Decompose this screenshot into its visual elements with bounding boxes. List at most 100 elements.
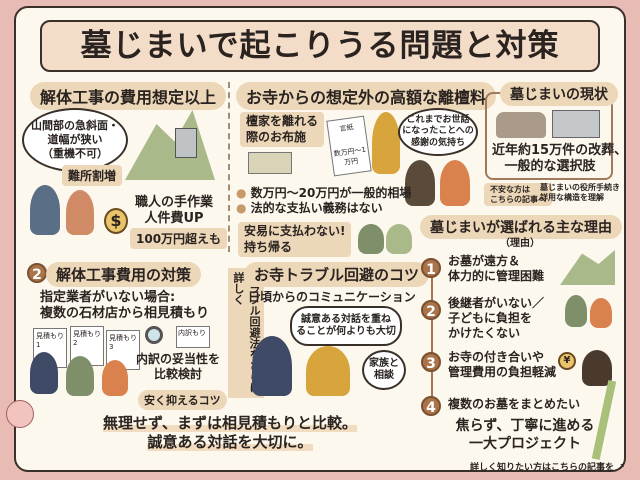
confused-couple-illustration xyxy=(358,224,384,254)
bubble-line: （重機不可） xyxy=(42,146,108,160)
bubble-line: 感謝の気持ち xyxy=(410,137,465,148)
advice-tag: 安易に支払わない! 持ち帰る xyxy=(238,222,352,258)
monk-illustration xyxy=(306,346,350,396)
bubble-line: 山間部の急斜面・ xyxy=(31,119,119,133)
cost-over-tag: 100万円超えも xyxy=(130,228,228,249)
bubble-line: 道幅が狭い xyxy=(47,133,103,147)
sakura-flower-icon xyxy=(6,400,34,428)
reason-item: 後継者がいない／ 子どもに負担を かけたくない xyxy=(448,296,544,341)
reason-number: 3 xyxy=(421,352,441,372)
breakdown-doc: 内訳もり xyxy=(176,326,210,348)
bubble-line: 家族と xyxy=(369,357,399,369)
reason-number: 1 xyxy=(421,258,441,278)
advice-line: 持ち帰る xyxy=(244,239,293,254)
conclusion-text: 無理せず、まずは相見積もりと比較。 誠意ある対話を大切に。 xyxy=(80,414,380,452)
reason-line: 子どもに負担を xyxy=(448,311,533,325)
procedure-link-text[interactable]: 墓じまいの役所手続き 詳用な構造を理解 xyxy=(540,183,620,203)
measures-text: 指定業者がいない場合: 複数の石材店から相見積もり xyxy=(40,290,209,323)
closing-line: 焦らず、丁寧に進める xyxy=(455,418,595,434)
bubble-line: ることが何よりも大切 xyxy=(296,326,396,337)
praying-woman-illustration xyxy=(440,160,470,206)
labor-line: 人件費UP xyxy=(144,211,204,227)
conclusion-line: 誠意ある対話を大切に。 xyxy=(147,432,313,451)
monk-illustration xyxy=(372,112,400,174)
section-cost-heading: 解体工事の費用想定以上 xyxy=(30,82,227,110)
bullet-item: ● 数万円～20万円が一般的相場 xyxy=(236,186,412,200)
label-line: 際のお布施 xyxy=(246,129,307,144)
measures-line: 複数の石材店から相見積もり xyxy=(40,306,210,322)
reason-line: 後継者がいない／ xyxy=(448,296,545,310)
compare-line: 内訳の妥当性を xyxy=(136,352,221,366)
dialogue-bubble: 誠意ある対話を重ね ることが何よりも大切 xyxy=(290,306,402,346)
compare-text: 内訳の妥当性を 比較検討 xyxy=(136,352,220,382)
demolition-measures-heading: 解体工事費用の対策 xyxy=(46,262,202,287)
money-bag-icon: $ xyxy=(104,208,128,234)
status-line: 一般的な選択肢 xyxy=(504,159,596,175)
worried-man-illustration xyxy=(30,185,60,235)
labor-line: 職人の手作業 xyxy=(135,195,214,210)
cheap-tips-tag: 安く抑えるコツ xyxy=(138,390,227,410)
doc-title: 言紙 xyxy=(339,123,354,134)
reason-line: お寺の付き合いや xyxy=(448,350,545,364)
current-status-heading: 墓じまいの現状 xyxy=(500,82,618,106)
measures-line: 指定業者がいない場合: xyxy=(40,290,176,305)
labor-cost-text: 職人の手作業 人件費UP xyxy=(135,195,213,228)
difficulty-surcharge-tag: 難所割増 xyxy=(62,165,123,186)
compare-line: 比較検討 xyxy=(154,367,203,381)
bubble-line: これまでお世話 xyxy=(406,115,470,126)
link-line: 墓じまいの役所手続き xyxy=(540,183,620,192)
closing-text: 焦らず、丁寧に進める 一大プロジェクト xyxy=(455,418,595,453)
reasons-timeline xyxy=(431,265,433,405)
steep-slope-bubble: 山間部の急斜面・ 道幅が狭い （重機不可） xyxy=(22,108,128,172)
worried-woman-illustration xyxy=(66,190,94,235)
label-line: 檀家を離れる xyxy=(246,114,319,128)
link-line: 詳用な構造を理解 xyxy=(540,193,604,202)
invoice-document: 言紙 数万円～1万円 xyxy=(326,115,372,177)
bullet-item: ● 法的な支払い義務はない xyxy=(236,201,383,215)
footer-article-link[interactable]: 詳しく知りたい方はこちらの記事を ↗ xyxy=(470,463,625,474)
reason-item: お寺の付き合いや 管理費用の負担軽減 xyxy=(448,350,556,380)
monk-illustration xyxy=(582,350,612,386)
link-line: 不安な方は xyxy=(490,185,530,194)
woman-illustration xyxy=(102,360,128,396)
page-title: 墓じまいで起こりうる問題と対策 xyxy=(40,20,600,72)
gratitude-bubble: これまでお世話 になったことへの 感謝の気持ち xyxy=(398,108,478,156)
footer-link-text: 詳しく知りたい方はこちらの記事を xyxy=(470,463,615,473)
closing-line: 一大プロジェクト xyxy=(469,435,581,452)
yen-bag-icon: ¥ xyxy=(558,352,576,370)
elderly-man-illustration xyxy=(565,295,587,327)
reason-number: 2 xyxy=(421,300,441,320)
reason-line: 体力的に管理困難 xyxy=(448,269,545,283)
confused-couple-illustration xyxy=(386,224,412,254)
arrow-up-right-icon: ↗ xyxy=(617,463,625,473)
elderly-woman-illustration xyxy=(590,298,612,328)
urn-icons xyxy=(496,112,546,138)
temple-trouble-heading: お寺トラブル回避のコツ xyxy=(244,262,430,287)
section-temple-fee-heading: お寺からの想定外の高額な離檀料 xyxy=(236,82,497,110)
bubble-line: 相談 xyxy=(374,370,394,381)
link-line: こちらの記事へ xyxy=(490,194,546,204)
reason-line: かけたくない xyxy=(448,326,521,340)
number-badge: 2 xyxy=(27,263,47,283)
grave-icons xyxy=(552,110,600,138)
magnifier-icon xyxy=(145,326,163,344)
bubble-line: になったことへの xyxy=(402,126,474,137)
salesman-illustration xyxy=(30,352,58,394)
divider xyxy=(228,82,230,252)
reason-number: 4 xyxy=(421,396,441,416)
doc-amount: 数万円～1万円 xyxy=(333,145,367,167)
status-text: 近年約15万件の改葬、 一般的な選択肢 xyxy=(492,143,628,176)
bubble-line: 誠意ある対話を重ね xyxy=(301,313,391,325)
offering-label: 檀家を離れる 際のお布施 xyxy=(240,112,325,148)
reason-item: お墓が遠方＆ 体力的に管理困難 xyxy=(448,254,544,284)
communication-subheading: 日頃からのコミュニケーション xyxy=(248,290,416,304)
fee-bullets: ● 数万円～20万円が一般的相場 ● 法的な支払い義務はない xyxy=(236,186,411,216)
banknote-icon xyxy=(248,152,292,174)
status-line: 近年約15万件の改葬、 xyxy=(492,143,628,158)
advice-line: 安易に支払わない! xyxy=(244,224,346,238)
customer-illustration xyxy=(66,356,94,396)
gravestone-icon xyxy=(175,128,197,158)
article-link-arrow[interactable]: 不安な方は こちらの記事へ xyxy=(484,183,552,207)
reasons-heading: 墓じまいが選ばれる主な理由 xyxy=(420,215,622,239)
reason-item: 複数のお墓をまとめたい xyxy=(448,397,581,411)
